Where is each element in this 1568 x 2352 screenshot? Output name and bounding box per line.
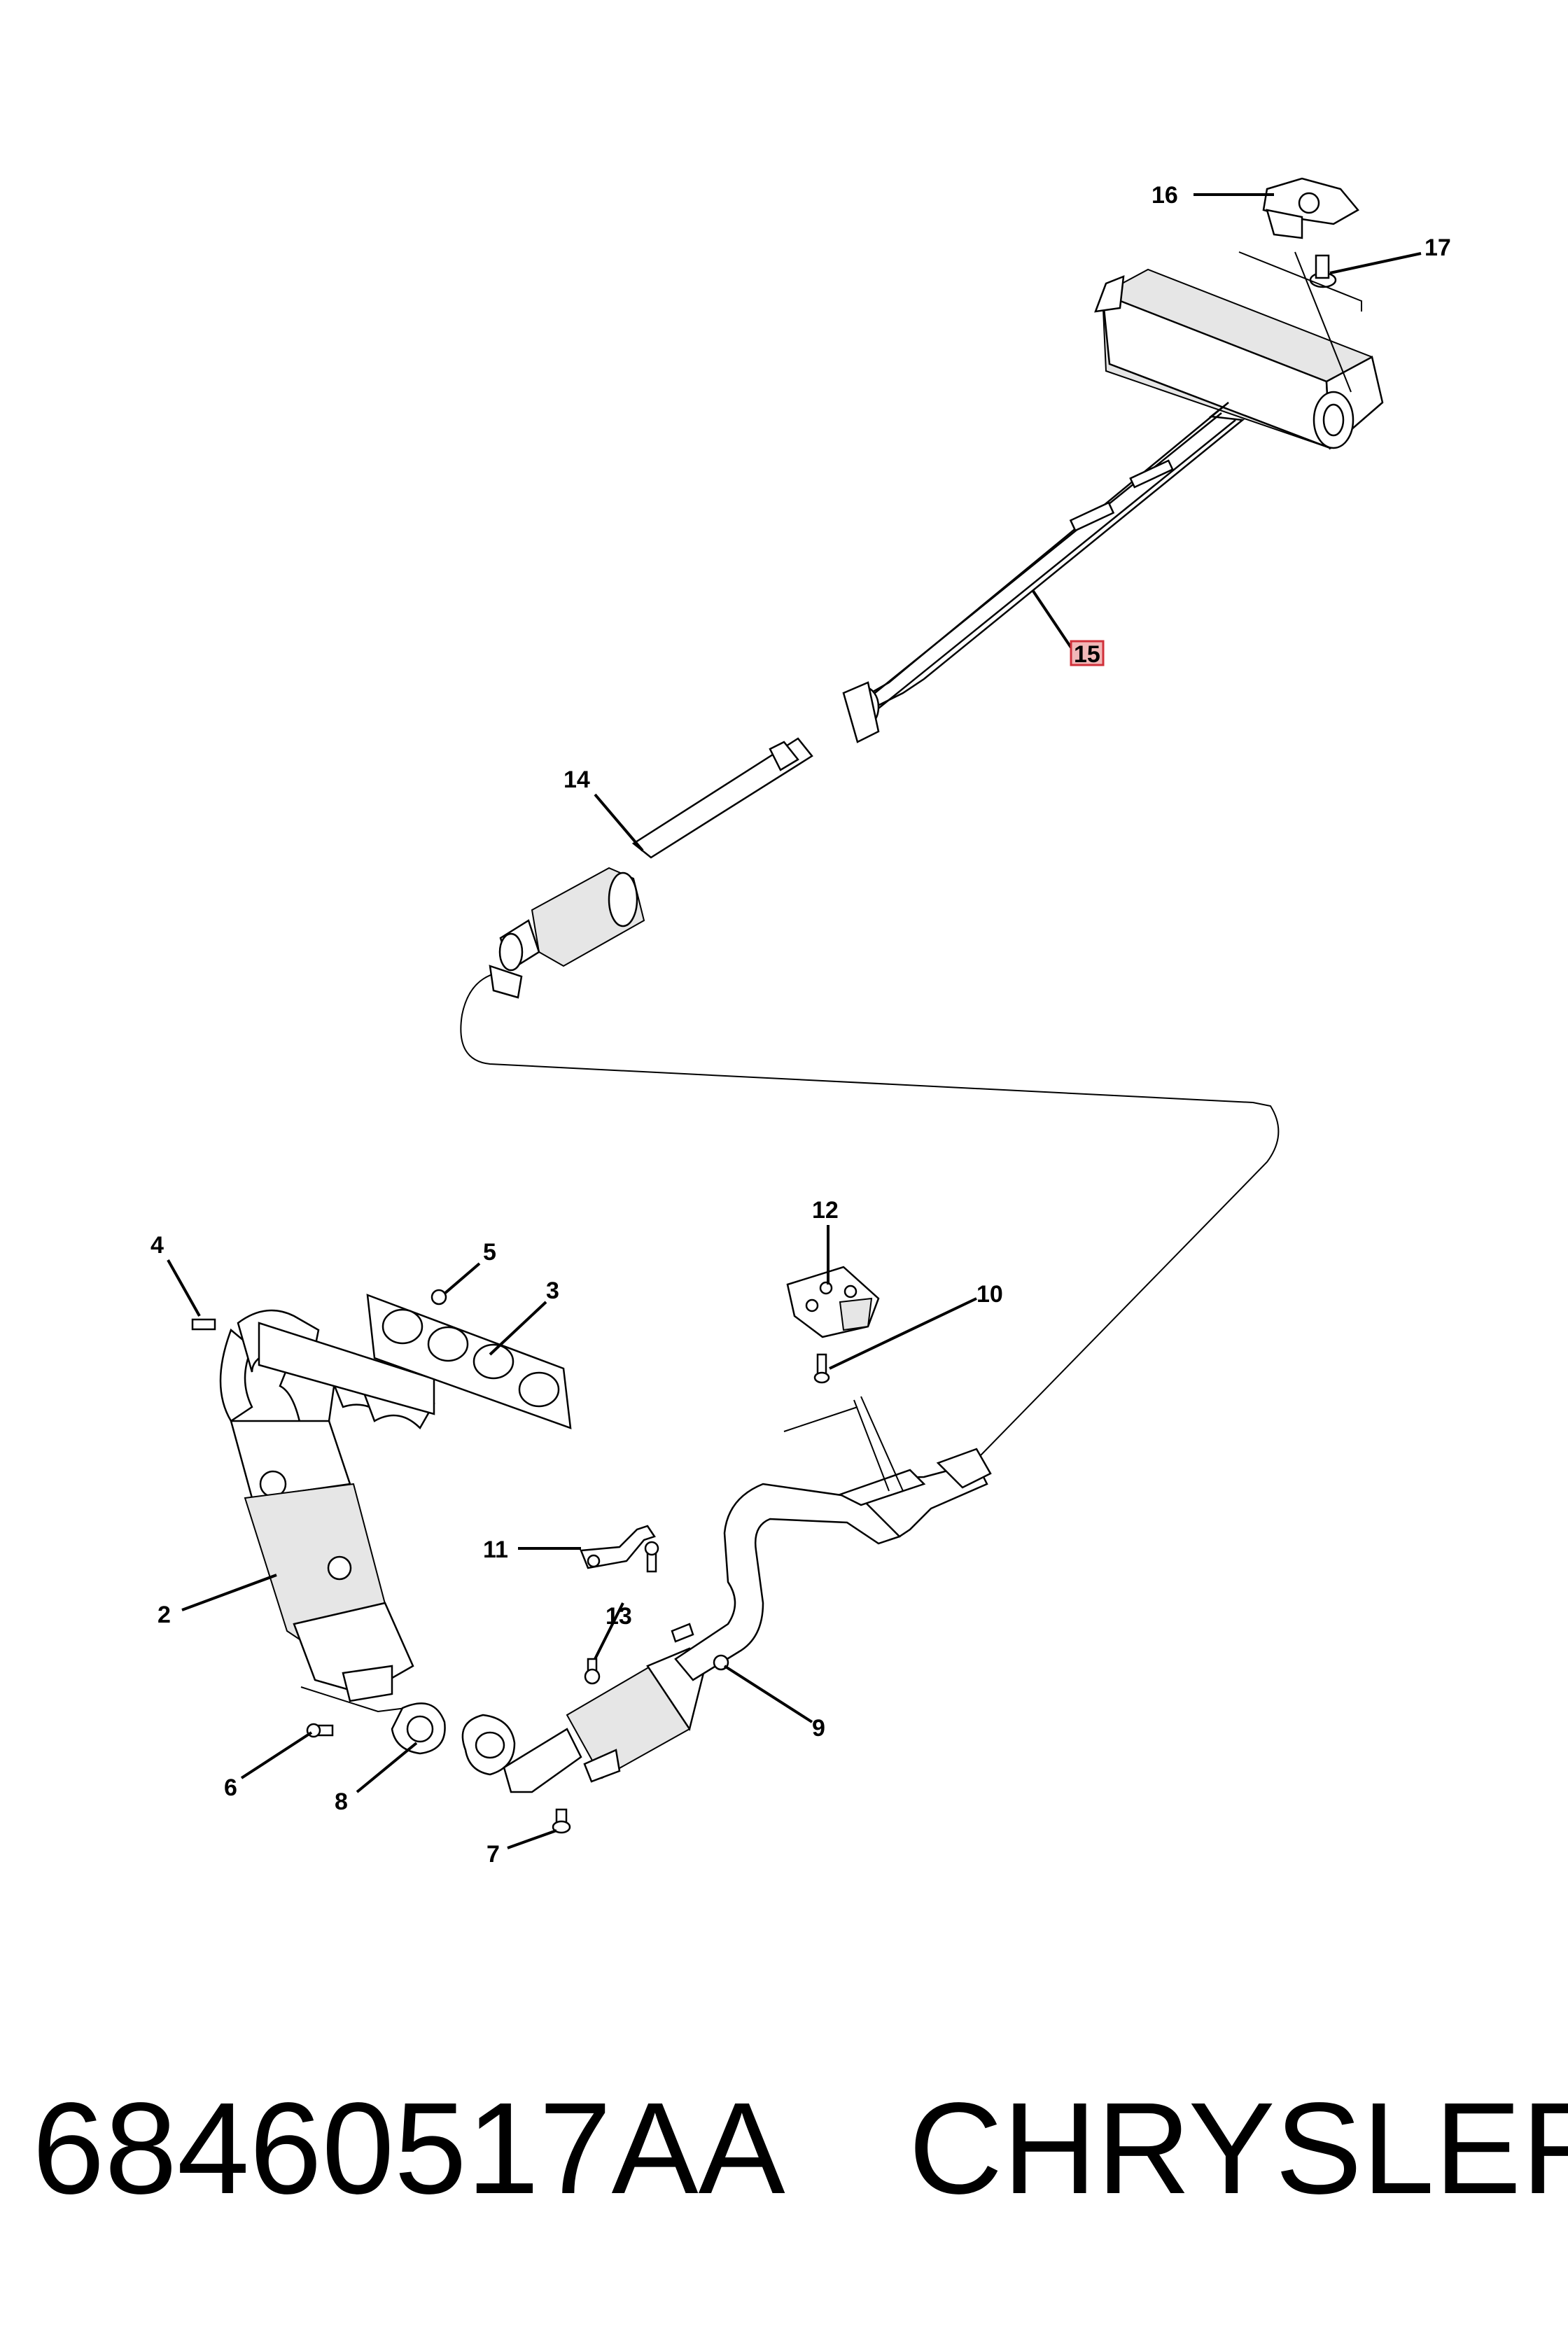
leader-line-14 [594,793,644,852]
leader-line-15 [1031,589,1072,649]
leader-line-10 [829,1297,977,1370]
callout-15-highlight [1070,640,1105,666]
callout-10: 10 [976,1281,1003,1308]
callout-8: 8 [335,1788,348,1815]
callout-3: 3 [546,1278,559,1304]
callout-6: 6 [224,1774,237,1801]
callout-9: 9 [812,1715,825,1742]
hanger-leader-line [1294,251,1352,393]
callout-13: 13 [606,1603,632,1630]
leader-line-9 [723,1665,813,1723]
gasket-part-8 [391,1702,446,1755]
bracket-part-11 [580,1525,656,1569]
stud-part-4 [191,1318,216,1331]
callout-7: 7 [486,1841,500,1868]
brand-name: CHRYSLER [909,2076,1568,2221]
manifold-converter-part-2 [219,1309,435,1702]
callout-15: 15 [1074,641,1100,668]
muffler [1094,268,1384,450]
leader-line-3 [489,1301,547,1356]
callout-5: 5 [483,1239,496,1266]
converter-reference-line [300,1686,407,1713]
leader-line-2 [181,1574,277,1611]
manifold-gasket-part-3 [366,1294,572,1429]
leader-line-13 [594,1602,624,1660]
callout-12: 12 [812,1197,839,1224]
leader-line-5 [443,1262,481,1295]
rear-pipe-part-15 [842,402,1245,743]
callout-2: 2 [158,1602,171,1628]
part-number: 68460517AA [32,2076,785,2221]
callout-16: 16 [1152,182,1178,209]
callout-4: 4 [150,1232,164,1259]
front-pipe-part-9 [461,1448,992,1793]
callout-14: 14 [564,766,590,793]
leader-line-6 [240,1731,313,1779]
stud-part-6 [306,1723,334,1738]
hanger-bracket-part-12 [786,1266,880,1338]
nut-part-5 [430,1289,447,1306]
isolator-part-16 [1262,177,1359,239]
leader-line-4 [167,1259,201,1317]
leader-line-7 [507,1829,557,1849]
callout-11: 11 [483,1536,508,1563]
bracket-leader-lines [853,1396,904,1492]
route-line [460,972,1280,1457]
bolt-part-13 [584,1541,659,1685]
hanger-reference-line [1238,251,1362,312]
bracket-reference-line [783,1406,858,1432]
bolt-part-10 [813,1353,830,1384]
leader-line-8 [356,1742,418,1793]
intermediate-pipe-part-14 [489,737,813,999]
callout-17: 17 [1424,234,1451,261]
leader-line-17 [1329,252,1422,274]
bolt-part-7 [552,1808,571,1834]
footer: 68460517AA CHRYSLER [0,2065,1568,2233]
